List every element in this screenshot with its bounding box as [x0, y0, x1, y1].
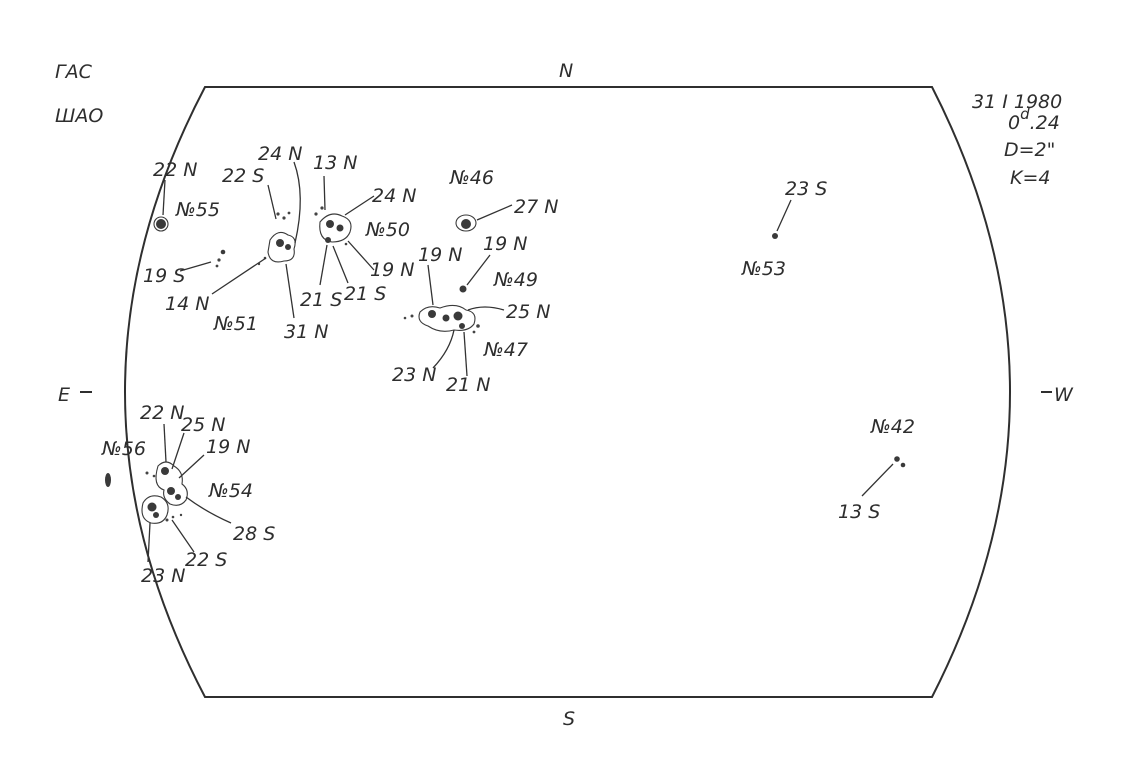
- observatory-label-1: ГАС: [55, 61, 93, 83]
- k-parameter: K=4: [1010, 167, 1050, 189]
- region-53-number: №53: [741, 258, 786, 280]
- region-54: 22 N 25 N 19 N 28 S 22 S 23 N №54: [140, 402, 275, 587]
- region-55-lat: 22 N: [153, 159, 197, 181]
- region-50-lat-2: 24 N: [372, 185, 416, 207]
- region-47: 19 N 25 N 23 N 21 N №47: [392, 244, 550, 396]
- region-50-lat-3: 21 S: [300, 289, 342, 311]
- d-parameter: D=2": [1004, 139, 1055, 161]
- disk-frame: [80, 86, 1052, 698]
- region-54-lat-1: 22 N: [140, 402, 184, 424]
- region-49-lat: 19 N: [483, 233, 527, 255]
- region-42-lat: 13 S: [838, 501, 880, 523]
- north-label: N: [559, 60, 573, 82]
- region-50: 13 N 24 N 21 S 21 S 19 N №50: [300, 152, 416, 311]
- region-51-lat-3: 19 S: [143, 265, 185, 287]
- region-56: №56: [101, 438, 146, 487]
- region-47-lat-4: 21 N: [446, 374, 490, 396]
- region-51-lat-1: 22 S: [222, 165, 264, 187]
- region-47-lat-3: 23 N: [392, 364, 436, 386]
- region-46: №46 27 N: [449, 167, 558, 232]
- region-54-lat-5: 22 S: [185, 549, 227, 571]
- region-49: 19 N №49: [459, 233, 538, 293]
- observation-time: 0d.24: [1008, 105, 1060, 134]
- region-53-lat: 23 S: [785, 178, 827, 200]
- region-55-number: №55: [175, 199, 220, 221]
- region-53: 23 S №53: [741, 178, 827, 280]
- region-47-number: №47: [483, 339, 528, 361]
- region-51-number: №51: [213, 313, 258, 335]
- region-54-number: №54: [208, 480, 253, 502]
- region-55: 22 N №55: [153, 159, 220, 232]
- region-50-lat-5: 19 N: [370, 259, 414, 281]
- region-54-lat-4: 28 S: [233, 523, 275, 545]
- region-54-lat-2: 25 N: [181, 414, 225, 436]
- region-54-lat-3: 19 N: [206, 436, 250, 458]
- observatory-label-2: ШАО: [55, 105, 103, 127]
- region-50-number: №50: [365, 219, 410, 241]
- east-label: E: [58, 384, 70, 406]
- region-47-lat-2: 25 N: [506, 301, 550, 323]
- south-label: S: [563, 708, 575, 730]
- region-54-lat-6: 23 N: [141, 565, 185, 587]
- region-56-number: №56: [101, 438, 146, 460]
- region-46-lat: 27 N: [514, 196, 558, 218]
- region-50-lat-4: 21 S: [344, 283, 386, 305]
- west-label: W: [1054, 384, 1074, 406]
- region-51-lat-2: 24 N: [258, 143, 302, 165]
- region-51-lat-4: 14 N: [165, 293, 209, 315]
- region-47-lat-1: 19 N: [418, 244, 462, 266]
- region-50-lat-1: 13 N: [313, 152, 357, 174]
- region-46-number: №46: [449, 167, 494, 189]
- region-51: 22 S 24 N 19 S 14 N 31 N №51: [143, 143, 328, 343]
- region-51-lat-5: 31 N: [284, 321, 328, 343]
- region-49-number: №49: [493, 269, 538, 291]
- observation-date: 31 I 1980: [972, 91, 1062, 113]
- region-42-number: №42: [870, 416, 915, 438]
- region-42: №42 13 S: [838, 416, 915, 523]
